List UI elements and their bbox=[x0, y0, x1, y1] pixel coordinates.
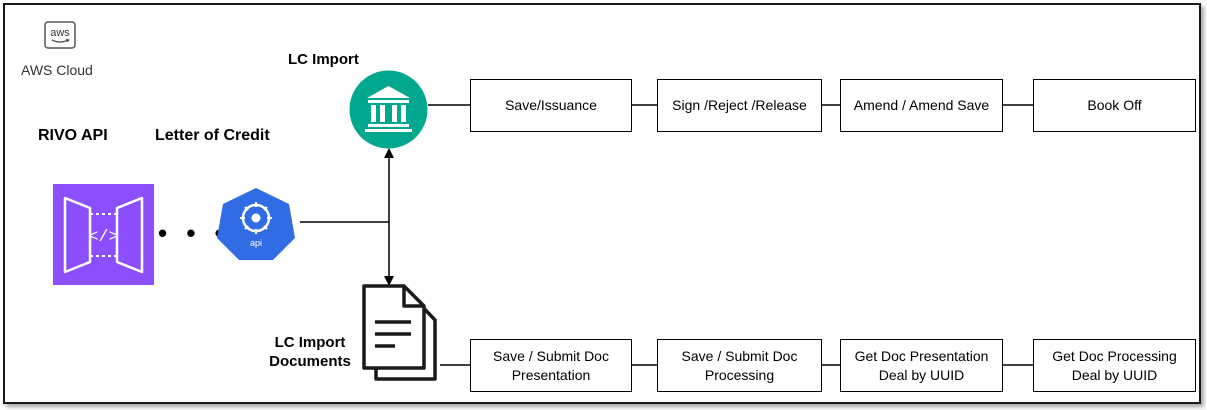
submit-doc-processing-box: Save / Submit Doc Processing bbox=[657, 339, 822, 392]
kubernetes-api-icon: api bbox=[217, 188, 295, 260]
diagram-frame bbox=[3, 3, 1201, 404]
svg-text:aws: aws bbox=[50, 27, 70, 39]
aws-logo-icon: aws bbox=[44, 21, 76, 49]
lc-import-title: LC Import bbox=[288, 51, 359, 68]
book-off-box: Book Off bbox=[1033, 79, 1196, 132]
get-doc-processing-box: Get Doc Processing Deal by UUID bbox=[1033, 339, 1196, 392]
aws-cloud-label: AWS Cloud bbox=[21, 62, 93, 78]
submit-doc-presentation-box: Save / Submit Doc Presentation bbox=[470, 339, 632, 392]
save-issuance-box: Save/Issuance bbox=[470, 79, 632, 132]
documents-icon bbox=[362, 284, 437, 381]
rivo-api-title: RIVO API bbox=[38, 127, 108, 144]
svg-text:</>: </> bbox=[88, 228, 119, 247]
get-doc-presentation-box: Get Doc Presentation Deal by UUID bbox=[840, 339, 1003, 392]
api-gateway-icon: </> bbox=[53, 184, 154, 285]
sign-reject-release-box: Sign /Reject /Release bbox=[657, 79, 822, 132]
letter-of-credit-title: Letter of Credit bbox=[155, 127, 270, 144]
connector-dots: • • • bbox=[158, 218, 230, 248]
svg-text:api: api bbox=[250, 238, 262, 248]
lc-import-documents-title: LC Import Documents bbox=[269, 334, 351, 370]
bank-building-icon bbox=[349, 70, 428, 149]
amend-save-box: Amend / Amend Save bbox=[840, 79, 1003, 132]
